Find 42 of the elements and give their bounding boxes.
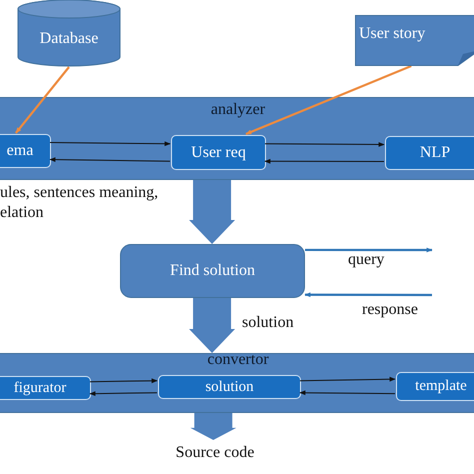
box-label: figurator	[14, 380, 66, 396]
process-box	[385, 136, 474, 170]
box-label: NLP	[420, 144, 450, 162]
arrow	[15, 66, 70, 134]
box-label: template	[415, 378, 467, 395]
box-label: ema	[6, 142, 34, 160]
group-title: analyzer	[210, 102, 266, 118]
arrow	[49, 157, 170, 162]
arrow	[299, 390, 396, 396]
block-arrow	[189, 298, 236, 353]
process-box	[171, 135, 266, 170]
block-arrow	[190, 413, 236, 440]
block-arrow	[189, 180, 236, 244]
arrow	[300, 376, 396, 382]
box-label: User req	[191, 144, 246, 162]
process-box	[396, 372, 474, 401]
process-box	[0, 376, 91, 400]
document-shape	[355, 15, 474, 66]
output-text: Source code	[160, 440, 270, 466]
box-label: Database	[40, 30, 98, 48]
group-band	[0, 353, 474, 413]
arrow	[304, 292, 432, 298]
arrow	[305, 248, 433, 252]
box-label: solution	[205, 378, 254, 396]
database-cylinder	[17, 0, 121, 67]
edge-label: solution	[242, 313, 294, 333]
process-box	[158, 375, 301, 399]
box-label: Find solution	[170, 262, 255, 280]
arrow	[90, 378, 158, 384]
edge-label: query	[348, 250, 384, 270]
arrow	[245, 64, 412, 136]
edge-label: response	[362, 300, 418, 320]
box-label: User story	[359, 24, 426, 42]
note-text: ules, sentences meaning, elation	[0, 183, 160, 223]
arrow	[50, 141, 171, 146]
group-band	[0, 97, 474, 180]
arrow	[264, 158, 384, 164]
arrow	[264, 142, 385, 147]
group-title: convertor	[207, 352, 269, 368]
process-box	[0, 134, 51, 168]
process-box	[120, 244, 305, 298]
arrow	[89, 391, 158, 396]
